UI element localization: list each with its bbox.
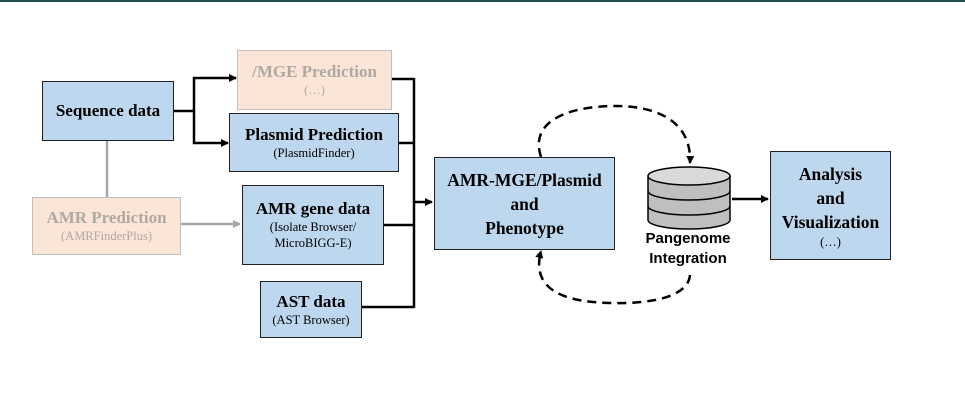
plasmid-prediction-subtitle: (PlasmidFinder) [273,145,355,160]
database-icon [647,166,731,230]
analysis-line-2: and [816,187,845,208]
amr-mge-line-3: Phenotype [485,217,564,238]
dashed-arrow-amr-mge-to-pangenome [537,104,695,164]
analysis-line-1: Analysis [798,163,863,184]
mge-prediction-box: /MGE Prediction (…) [237,50,392,110]
top-rule [0,0,965,2]
pangenome-line-1: Pangenome [645,230,731,247]
amr-prediction-box: AMR Prediction (AMRFinderPlus) [32,197,181,255]
sequence-data-title: Sequence data [55,101,161,120]
arrow-sequence-to-plasmid [192,111,229,147]
ast-data-box: AST data (AST Browser) [260,281,362,338]
analysis-visualization-box: Analysis and Visualization (…) [770,151,891,260]
ast-data-subtitle: (AST Browser) [272,312,350,327]
plasmid-prediction-title: Plasmid Prediction [244,124,384,144]
pangenome-label: Pangenome Integration [618,229,758,269]
amr-gene-data-box: AMR gene data (Isolate Browser/ MicroBIG… [242,185,384,265]
sequence-data-box: Sequence data [42,81,174,141]
pangenome-line-2: Integration [649,250,727,267]
ast-data-title: AST data [276,291,346,311]
arrow-sequence-to-mge [174,74,237,113]
mge-prediction-subtitle: (…) [304,83,325,97]
amr-mge-phenotype-box: AMR-MGE/Plasmid and Phenotype [434,157,615,250]
analysis-line-3: Visualization [781,211,880,232]
mge-prediction-title: /MGE Prediction [252,62,377,81]
plasmid-prediction-box: Plasmid Prediction (PlasmidFinder) [229,113,399,172]
amr-prediction-title: AMR Prediction [46,208,167,227]
amr-prediction-subtitle: (AMRFinderPlus) [61,229,152,243]
analysis-subtitle: (…) [820,234,841,249]
dashed-arrow-pangenome-to-amr-mge [535,250,692,305]
amr-gene-data-title: AMR gene data [255,199,371,218]
amr-gene-data-subtitle-1: (Isolate Browser/ [269,220,357,234]
amr-mge-line-2: and [510,193,539,214]
amr-gene-data-subtitle-2: MicroBIGG-E) [274,236,352,250]
amr-mge-line-1: AMR-MGE/Plasmid [447,169,602,190]
